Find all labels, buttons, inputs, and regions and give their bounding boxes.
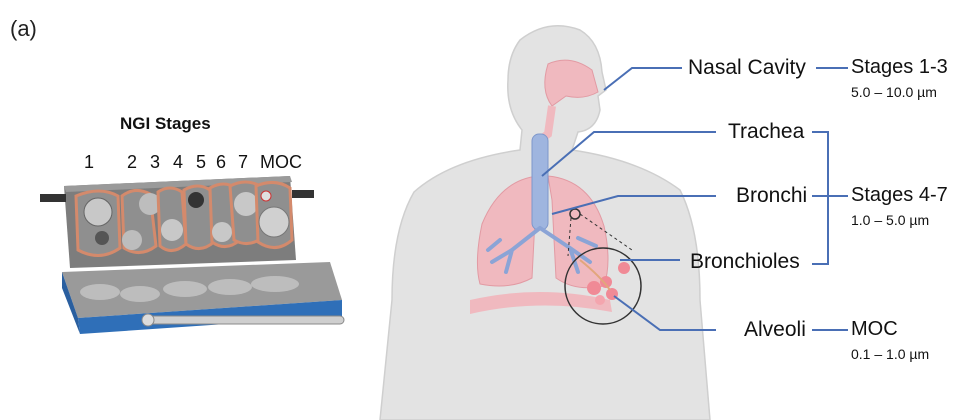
- label-moc: MOC: [851, 318, 898, 341]
- label-nasal-cavity: Nasal Cavity: [688, 56, 806, 80]
- stages47-bracket: [812, 132, 828, 264]
- range-stages-1-3: 5.0 – 10.0 µm: [851, 84, 937, 100]
- label-trachea: Trachea: [728, 120, 804, 144]
- label-stages-1-3: Stages 1-3: [851, 56, 948, 79]
- label-alveoli: Alveoli: [744, 318, 806, 342]
- range-stages-4-7: 1.0 – 5.0 µm: [851, 212, 929, 228]
- range-moc: 0.1 – 1.0 µm: [851, 346, 929, 362]
- nasal-cavity-leader-line: [604, 68, 682, 90]
- label-bronchioles: Bronchioles: [690, 250, 800, 274]
- label-stages-4-7: Stages 4-7: [851, 184, 948, 207]
- label-bronchi: Bronchi: [736, 184, 807, 208]
